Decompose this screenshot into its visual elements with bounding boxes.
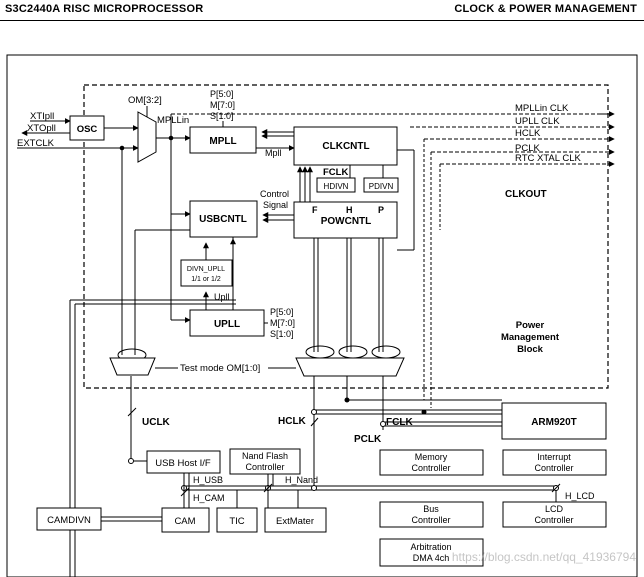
upll-out-label: Upll [214, 292, 230, 302]
osc-block [69, 115, 105, 141]
usbcntl-block [189, 200, 258, 238]
mpll-block [189, 126, 257, 154]
arm920t-label: ARM920T [531, 417, 577, 428]
control-signal-label-2: Signal [263, 200, 288, 210]
pdivn-label: PDIVN [369, 182, 394, 191]
h-usb-label: H_USB [193, 475, 223, 485]
lcd-label-1: LCD [545, 504, 564, 514]
h-cam-label: H_CAM [193, 493, 225, 503]
arbitration-dma-block [379, 538, 484, 567]
mpll-param-p: P[5:0] [210, 89, 234, 99]
out-pclk: PCLK [515, 143, 540, 154]
mpll-label: MPLL [209, 136, 236, 147]
bus-label-2: Controller [411, 515, 450, 525]
divn-upll-block [180, 259, 233, 287]
upll-param-s: S[1:0] [270, 329, 294, 339]
osc-label: OSC [77, 124, 98, 135]
om32-label: OM[3:2] [128, 95, 162, 106]
interrupt-label-1: Interrupt [537, 452, 571, 462]
pclk-label: PCLK [354, 434, 382, 445]
camdivn-block [36, 507, 102, 531]
tic-label: TIC [229, 516, 244, 527]
memory-controller-block [379, 449, 484, 476]
xtipll-label: XTIpll [30, 111, 54, 122]
interrupt-label-2: Controller [534, 463, 573, 473]
uclk-test-mux [109, 357, 156, 376]
core-test-mux [295, 357, 405, 377]
mpll-param-m: M[7:0] [210, 100, 235, 110]
nand-flash-label-2: Controller [245, 462, 284, 472]
powcntl-block [293, 201, 398, 239]
usbcntl-label: USBCNTL [199, 214, 247, 225]
upll-param-p: P[5:0] [270, 307, 294, 317]
mpll-out-label: Mpll [265, 148, 282, 158]
header-left-title: S3C2440A RISC MICROPROCESSOR [5, 3, 204, 15]
h-label: H [346, 205, 353, 215]
test-mode-label: Test mode OM[1:0] [180, 363, 260, 374]
upll-param-m: M[7:0] [270, 318, 295, 328]
nand-flash-block [229, 448, 301, 475]
header-right-title: CLOCK & POWER MANAGEMENT [454, 3, 637, 15]
mpllin-label: MPLLin [157, 115, 189, 126]
lcd-label-2: Controller [534, 515, 573, 525]
camdivn-label: CAMDIVN [47, 515, 91, 526]
extmater-label: ExtMater [276, 516, 314, 527]
hclk-label: HCLK [278, 416, 307, 427]
f-label: F [312, 205, 318, 215]
out-hclk: HCLK [515, 128, 541, 139]
osc-mux [137, 111, 157, 163]
powcntl-label: POWCNTL [321, 216, 372, 227]
uclk-label: UCLK [142, 417, 171, 428]
header-rule [0, 20, 644, 21]
cam-label: CAM [174, 516, 195, 527]
memory-label-2: Controller [411, 463, 450, 473]
xtopll-label: XTOpll [27, 123, 56, 134]
pmb-label-3: Block [517, 344, 544, 355]
bus-controller-block [379, 501, 484, 528]
out-rtc-xtal-clk: RTC XTAL CLK [515, 153, 581, 164]
cam-block [161, 507, 210, 533]
pmb-label-2: Management [501, 332, 560, 343]
power-management-boundary [83, 84, 609, 389]
out-mpllin-clk: MPLLin CLK [515, 103, 569, 114]
pmb-label-1: Power [516, 320, 545, 331]
h-nand-label: H_Nand [285, 475, 318, 485]
extmater-block [264, 507, 327, 533]
extclk-label: EXTCLK [17, 138, 55, 149]
outer-frame [6, 54, 638, 577]
interrupt-controller-block [502, 449, 607, 476]
mpll-param-s: S[1:0] [210, 111, 234, 121]
nand-flash-label-1: Nand Flash [242, 451, 288, 461]
tic-block [216, 507, 258, 533]
clkcntl-label: CLKCNTL [322, 141, 369, 152]
fclk-top-label: FCLK [323, 167, 348, 178]
clkcntl-block [293, 126, 398, 166]
upll-block [189, 309, 265, 337]
pdivn-block [363, 177, 399, 193]
arm920t-block [501, 402, 607, 440]
usb-host-label: USB Host I/F [155, 458, 211, 469]
memory-label-1: Memory [415, 452, 448, 462]
upll-label: UPLL [214, 319, 240, 330]
lcd-controller-block [502, 501, 607, 528]
arbitration-label-2: DMA 4ch [413, 553, 450, 563]
out-upll-clk: UPLL CLK [515, 116, 560, 127]
divn-upll-label: DIVN_UPLL [187, 266, 225, 273]
divn-upll-ratio: 1/1 or 1/2 [191, 276, 221, 283]
h-lcd-label: H_LCD [565, 491, 595, 501]
clkout-label: CLKOUT [505, 189, 547, 200]
hdivn-label: HDIVN [324, 182, 349, 191]
arbitration-label-1: Arbitration [410, 542, 451, 552]
hdivn-block [316, 177, 356, 193]
p-label: P [378, 205, 384, 215]
bus-label-1: Bus [423, 504, 439, 514]
watermark: https://blog.csdn.net/qq_41936794 [451, 550, 636, 564]
control-signal-label-1: Control [260, 189, 289, 199]
